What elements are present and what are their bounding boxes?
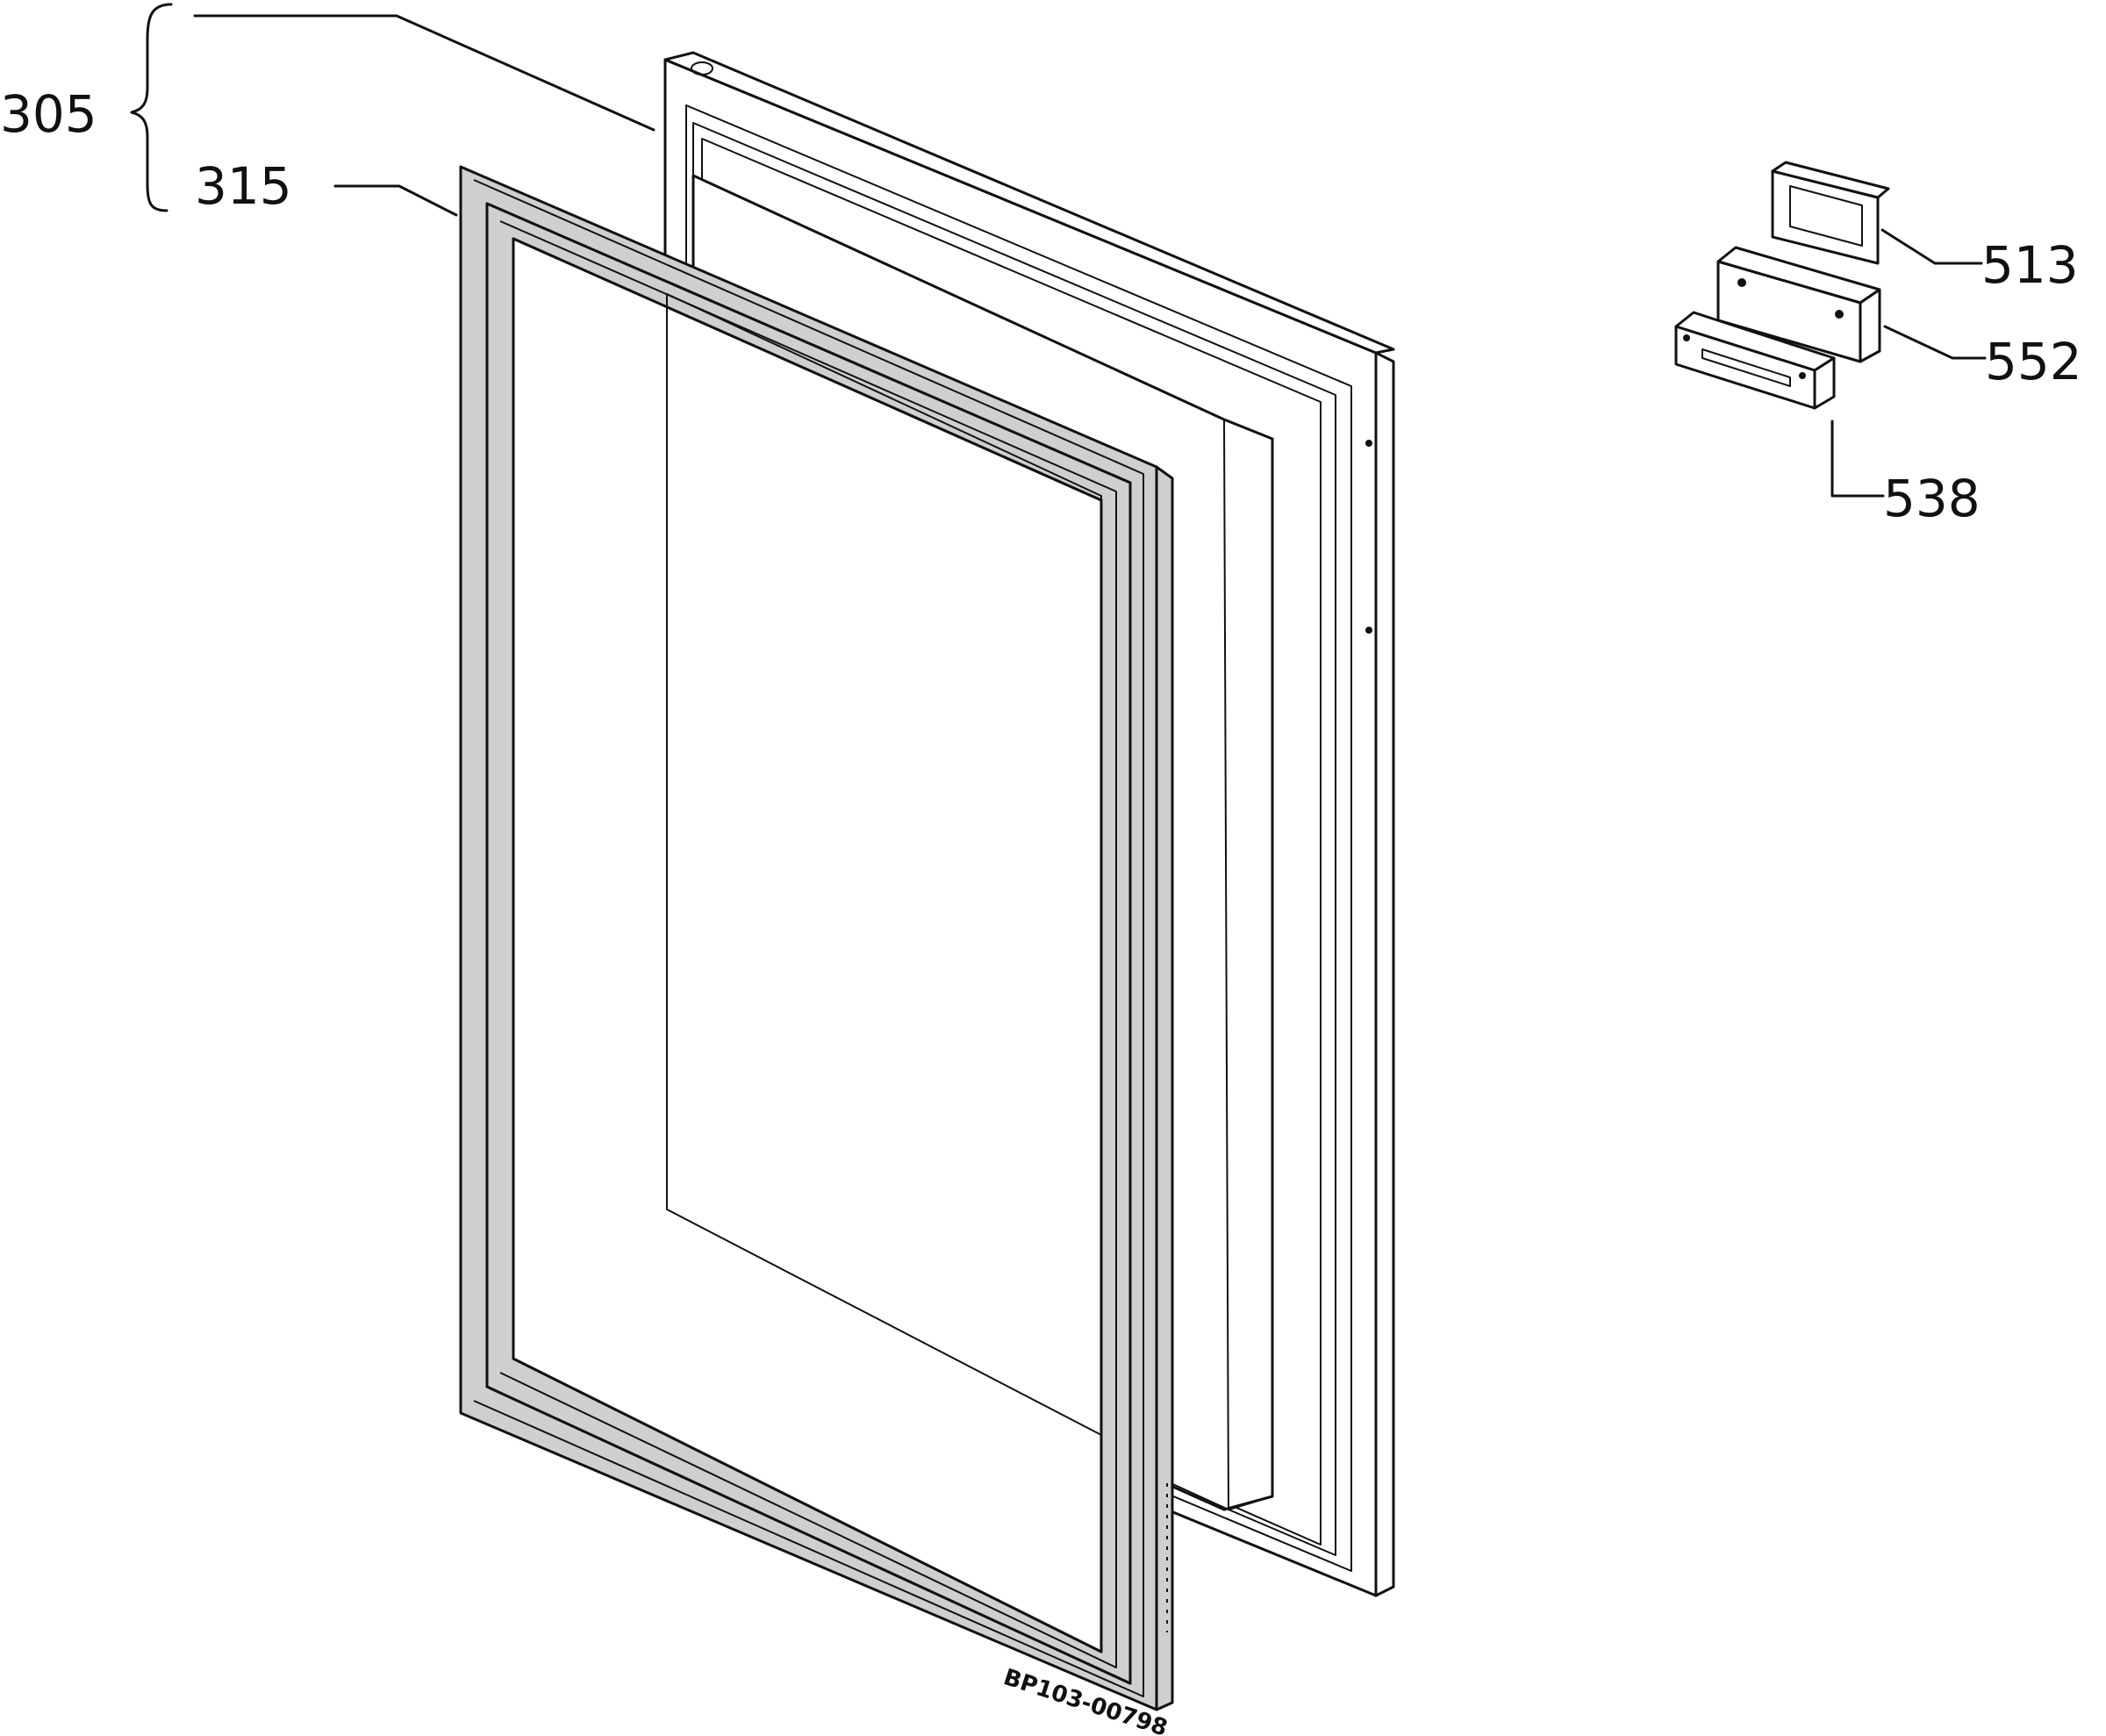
handle-base-slot <box>1701 348 1791 387</box>
liner-lower-edge <box>1166 1481 1273 1510</box>
gasket-opening <box>512 237 1103 1654</box>
handle-body-screw-right <box>1835 310 1844 319</box>
through-gasket-liner <box>666 293 1102 1436</box>
label-513: 513 <box>1981 235 2079 295</box>
label-552: 552 <box>1985 332 2082 391</box>
door-side-edge <box>1374 351 1395 1597</box>
label-315: 315 <box>195 156 292 216</box>
pin-dot-upper <box>1365 440 1372 447</box>
gasket-profile-line-2 <box>499 220 1117 1668</box>
leader-315 <box>333 184 458 217</box>
leader-538 <box>1830 420 1885 498</box>
handle-cap-recess <box>1789 185 1863 247</box>
handle-base-screw-right <box>1799 372 1806 379</box>
door-gasket <box>459 165 1174 1711</box>
leader-513 <box>1880 228 1983 265</box>
label-538: 538 <box>1883 469 1981 528</box>
door-top-edge <box>663 51 1395 355</box>
handle-body-side <box>1859 288 1881 363</box>
brace-305 <box>130 3 173 212</box>
label-305: 305 <box>0 84 97 144</box>
gasket-side-depth <box>1155 465 1174 1711</box>
handle-base-side <box>1813 356 1836 410</box>
handle-body-screw-left <box>1737 278 1746 287</box>
leader-305 <box>193 14 655 132</box>
hinge-hole <box>691 61 713 75</box>
leader-552 <box>1883 325 1987 360</box>
handle-base-screw-left <box>1683 334 1690 341</box>
gasket-profile-line-1 <box>473 179 1144 1697</box>
handle-body-552 <box>1716 246 1881 363</box>
handle-cap-top <box>1771 161 1890 199</box>
pin-dot-lower <box>1365 627 1372 634</box>
handle-cap-513 <box>1771 161 1890 265</box>
handle-base-538 <box>1674 311 1836 410</box>
